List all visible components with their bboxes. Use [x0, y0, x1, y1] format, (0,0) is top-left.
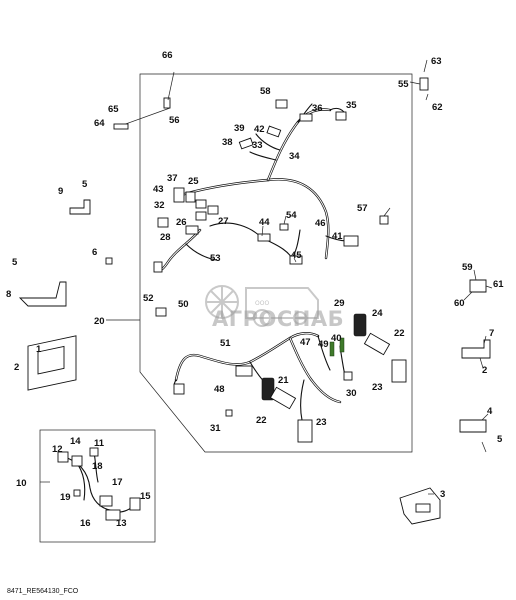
callout-33: 33: [252, 140, 263, 151]
watermark-prefix: ООО: [255, 300, 269, 307]
callout-17: 17: [112, 477, 123, 488]
callout-59: 59: [462, 262, 473, 273]
callout-4: 4: [487, 406, 493, 417]
callout-5: 5: [82, 179, 88, 190]
callout-42: 42: [254, 124, 265, 135]
callout-18: 18: [92, 461, 103, 472]
callout-11: 11: [94, 438, 105, 449]
callout-60: 60: [454, 298, 465, 309]
callout-19: 19: [60, 492, 71, 503]
callout-37: 37: [167, 173, 178, 184]
callout-9: 9: [58, 186, 63, 197]
subassembly-parts: [57, 447, 141, 521]
callout-65: 65: [108, 104, 119, 115]
callout-22: 22: [256, 415, 267, 426]
callout-55: 55: [398, 79, 409, 90]
callout-5c: 5: [497, 434, 503, 445]
callout-52: 52: [143, 293, 154, 304]
callout-31: 31: [210, 423, 221, 434]
callout-40: 40: [331, 333, 342, 344]
left-brackets: [18, 199, 113, 391]
callout-22b: 22: [394, 328, 405, 339]
callout-23: 23: [316, 417, 327, 428]
main-harness: [156, 103, 353, 272]
callout-45: 45: [291, 250, 302, 261]
callout-13: 13: [116, 518, 127, 529]
harness-panel-outline: [139, 73, 413, 453]
leader-lines: [40, 59, 493, 495]
callout-66: 66: [162, 50, 173, 61]
callout-1: 1: [36, 344, 42, 355]
callout-61: 61: [493, 279, 504, 290]
callout-labels: 1 2 2 3 4 5 5 5 6 7 8 9 10 11 12 13 14 1…: [6, 50, 504, 529]
drawing-id: 8471_RE564130_FCO: [7, 588, 79, 595]
callout-16: 16: [80, 518, 91, 529]
callout-54: 54: [286, 210, 297, 221]
callout-26: 26: [176, 217, 187, 228]
callout-21: 21: [278, 375, 289, 386]
callout-27: 27: [218, 216, 229, 227]
watermark-brand: АГРОСНАБ: [212, 307, 344, 331]
callout-2: 2: [14, 362, 19, 373]
callout-14: 14: [70, 436, 81, 447]
callout-46: 46: [315, 218, 326, 229]
callout-3: 3: [440, 489, 445, 500]
callout-64: 64: [94, 118, 105, 129]
callout-34: 34: [289, 151, 300, 162]
callout-10: 10: [16, 478, 27, 489]
callout-38: 38: [222, 137, 233, 148]
connector-parts: [113, 71, 429, 443]
callout-15: 15: [140, 491, 151, 502]
watermark: ООО АГРОСНАБ: [205, 285, 344, 331]
callout-58: 58: [260, 86, 271, 97]
callout-48: 48: [214, 384, 225, 395]
callout-56: 56: [169, 115, 180, 126]
callout-2b: 2: [482, 365, 487, 376]
callout-6: 6: [92, 247, 97, 258]
callout-62: 62: [432, 102, 443, 113]
callout-57: 57: [357, 203, 368, 214]
callout-5b: 5: [12, 257, 18, 268]
callout-47: 47: [300, 337, 311, 348]
callout-24: 24: [372, 308, 383, 319]
right-brackets: [399, 279, 491, 525]
callout-12: 12: [52, 444, 63, 455]
callout-28: 28: [160, 232, 171, 243]
callout-63: 63: [431, 56, 442, 67]
callout-23b: 23: [372, 382, 383, 393]
callout-51: 51: [220, 338, 231, 349]
callout-8: 8: [6, 289, 11, 300]
callout-35: 35: [346, 100, 357, 111]
subassembly-box: [39, 429, 156, 543]
callout-39: 39: [234, 123, 245, 134]
callout-50: 50: [178, 299, 189, 310]
callout-30: 30: [346, 388, 357, 399]
callout-49: 49: [318, 339, 329, 350]
callout-44: 44: [259, 217, 270, 228]
callout-41: 41: [332, 231, 343, 242]
callout-29: 29: [334, 298, 345, 309]
callout-7: 7: [489, 328, 494, 339]
callout-32: 32: [154, 200, 165, 211]
callout-36: 36: [312, 103, 323, 114]
callout-43: 43: [153, 184, 164, 195]
callout-25: 25: [188, 176, 199, 187]
callout-53: 53: [210, 253, 221, 264]
callout-20: 20: [94, 316, 105, 327]
